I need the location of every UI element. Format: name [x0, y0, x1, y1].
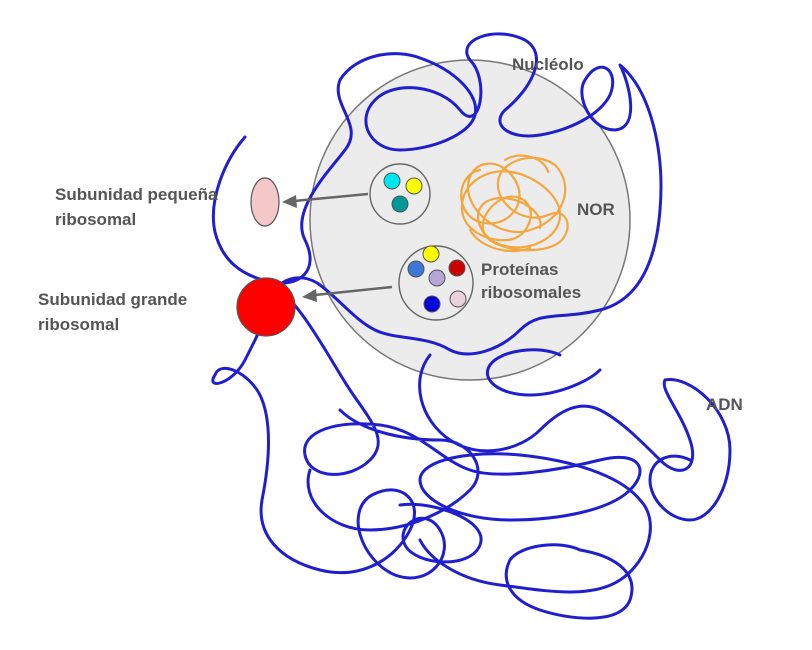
ribosomal-protein: [448, 259, 466, 277]
ribosomal-protein: [428, 269, 446, 287]
ribosomal-protein: [422, 245, 440, 263]
small-subunit-label-line1: Subunidad pequeña: [55, 185, 218, 204]
ribosomal-protein: [407, 260, 425, 278]
large-subunit-label-line1: Subunidad grande: [38, 290, 187, 309]
dna-strand: [211, 32, 732, 620]
nucleolus: [309, 59, 631, 381]
small-subunit-label-line2: ribosomal: [55, 210, 136, 229]
small-subunit-components: [383, 172, 423, 213]
small-subunit-protein: [405, 177, 423, 195]
ribosomal-protein: [449, 290, 467, 308]
ribosomal-protein: [423, 295, 441, 313]
large-subunit-components: [407, 245, 467, 313]
proteins-label-line1: Proteínas: [481, 260, 558, 279]
small-subunit-protein: [391, 195, 409, 213]
nor-label: NOR: [577, 200, 615, 219]
arrow-to-small-subunit: [282, 192, 369, 208]
nor-tangle: [460, 154, 569, 253]
large-subunit-label-line2: ribosomal: [38, 315, 119, 334]
nucleolus-label: Nucléolo: [512, 55, 584, 74]
small-ribosomal-subunit: [250, 177, 280, 227]
dna-label: ADN: [706, 395, 743, 414]
large-ribosomal-subunit: [236, 277, 296, 337]
arrow-to-large-subunit: [302, 285, 393, 302]
small-subunit-protein: [383, 172, 401, 190]
proteins-label-line2: ribosomales: [481, 283, 581, 302]
small-subunit-cluster: [369, 163, 431, 225]
